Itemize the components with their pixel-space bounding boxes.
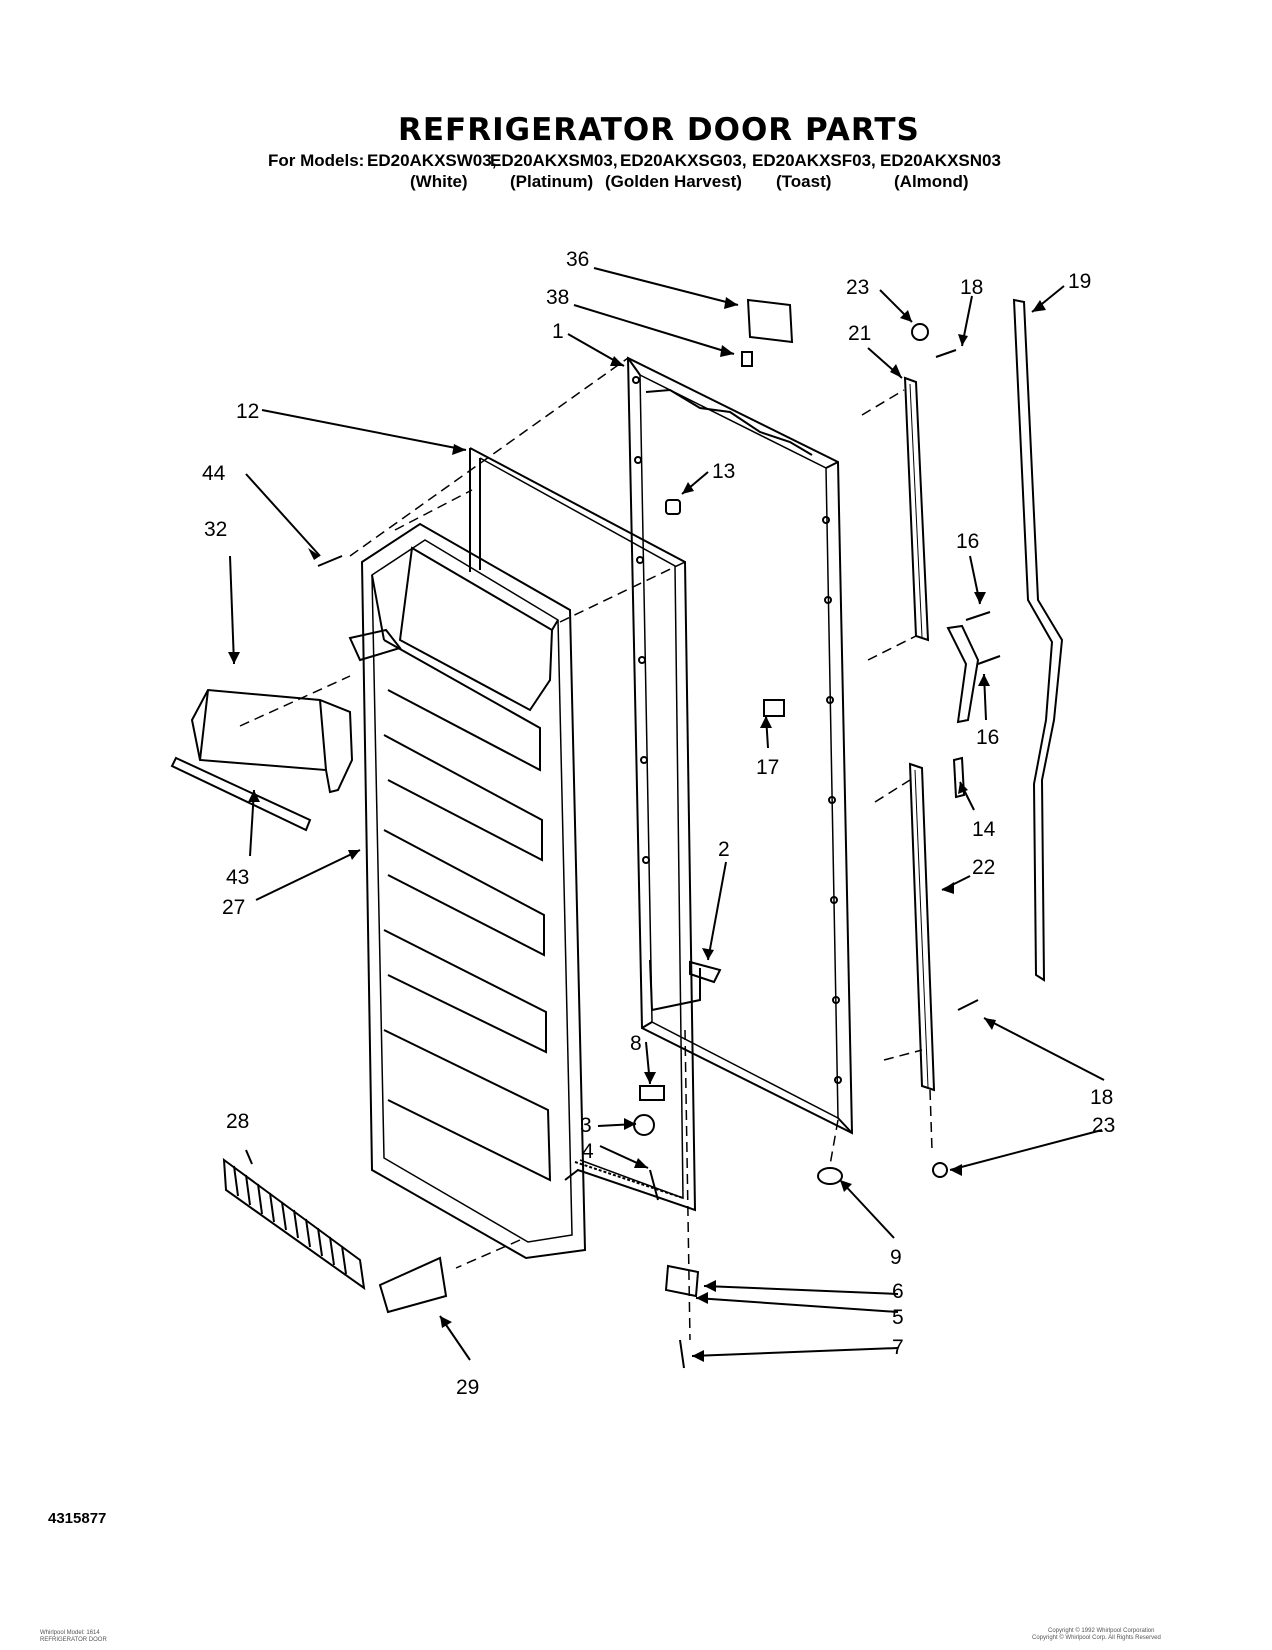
screw [965,611,991,621]
model-color: (White) [410,172,468,191]
callout-43: 43 [226,866,249,889]
callout-5: 5 [892,1306,904,1329]
model-color: (Platinum) [510,172,594,191]
callout-7: 7 [892,1336,904,1359]
door-gasket [469,447,697,1212]
screw-cap [932,1162,948,1178]
hinge-screw [679,1339,685,1369]
model-number: ED20AKXSM03, [490,151,618,170]
callout-23: 23 [1092,1114,1115,1137]
screw [977,655,1001,665]
model-number: ED20AKXSG03, [620,151,747,170]
callout-8: 8 [630,1032,642,1055]
footer-copyright: Copyright © 1992 Whirlpool Corporation [1048,1628,1155,1634]
callout-38: 38 [546,286,569,309]
callout-12: 12 [236,400,259,423]
callout-3: 3 [580,1114,592,1137]
callout-18: 18 [960,276,983,299]
model-color: (Almond) [894,172,969,191]
callout-44: 44 [202,462,226,485]
callout-22: 22 [972,856,995,879]
callout-27: 27 [222,896,245,919]
door-handle-cover [378,1256,448,1314]
callout-19: 19 [1068,270,1091,293]
screw [935,349,957,358]
callout-17: 17 [756,756,779,779]
arrowheads [228,297,1046,1362]
trim-strip [1012,298,1064,982]
outer-door-panel [626,356,854,1135]
bearing [817,1167,843,1185]
inner-door-liner [348,522,587,1260]
models-label: For Models: [268,151,365,170]
label-plate [746,298,794,344]
shelf-trim-strip [170,756,312,832]
callout-9: 9 [890,1246,902,1269]
page-title: REFRIGERATOR DOOR PARTS [398,112,920,148]
cam-bushing [633,1114,655,1136]
screw [957,999,979,1011]
model-number: ED20AKXSN03 [880,151,1001,170]
screw-cap [911,323,929,341]
callout-16: 16 [956,530,979,553]
callout-36: 36 [566,248,589,271]
diagram-part-number: 4315877 [48,1510,107,1527]
callout-28: 28 [226,1110,249,1133]
screw [665,499,681,515]
door-stop [689,960,722,984]
hinge-bracket [946,624,980,799]
callout-13: 13 [712,460,735,483]
callout-14: 14 [972,818,996,841]
dairy-door [190,688,354,794]
door-clip [763,699,785,717]
model-color: (Toast) [776,172,832,191]
label-clip [741,351,753,367]
footer-left-line: REFRIGERATOR DOOR [40,1637,107,1643]
callout-16: 16 [976,726,999,749]
breaker-strip-lower [908,762,936,1092]
callout-1: 1 [552,320,564,343]
footer-copyright: Copyright © Whirlpool Corp. All Rights R… [1032,1635,1161,1641]
breaker-strip-upper [903,376,930,642]
footer-left-line: Whirlpool Model: 1614 [40,1630,100,1636]
callout-21: 21 [848,322,871,345]
model-color: (Golden Harvest) [605,172,742,191]
callout-29: 29 [456,1376,479,1399]
screw [317,555,343,567]
lower-hinge [664,1264,700,1298]
callout-18: 18 [1090,1086,1113,1109]
model-number: ED20AKXSW03, [367,151,497,170]
callout-6: 6 [892,1280,904,1303]
callout-32: 32 [204,518,227,541]
screw [649,1169,659,1201]
base-grille [222,1157,366,1291]
callout-23: 23 [846,276,869,299]
alignment-lines [239,357,933,1341]
callout-4: 4 [582,1140,594,1163]
cam [639,1085,665,1101]
model-number: ED20AKXSF03, [752,151,876,170]
callout-leaders [229,267,1105,1361]
callout-2: 2 [718,838,730,861]
